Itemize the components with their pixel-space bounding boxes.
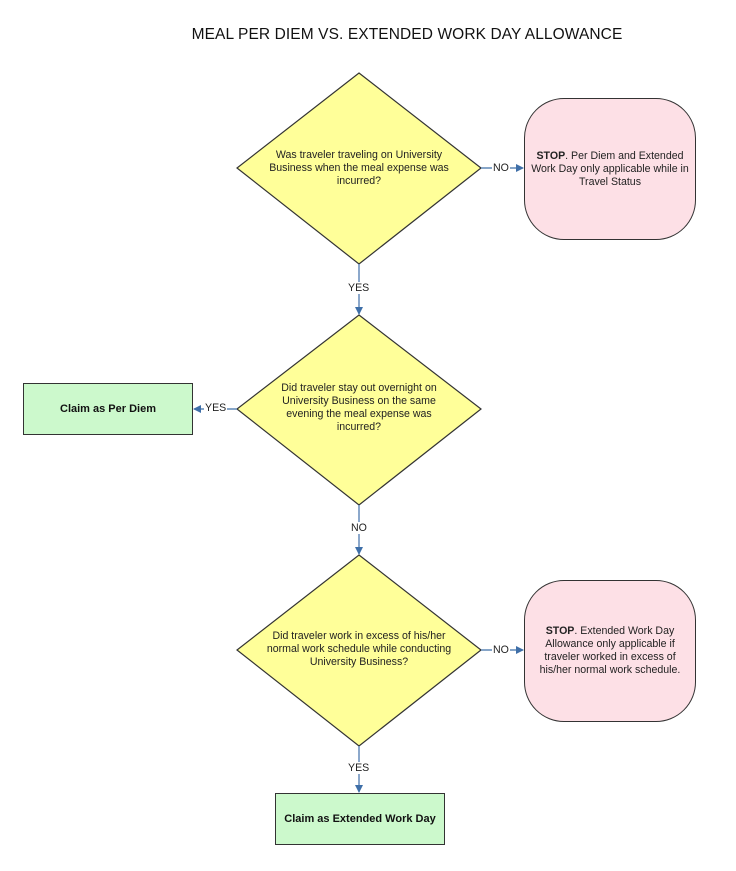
stop-1-text: . Per Diem and Extended Work Day only ap… [531,149,689,188]
decision-1-text: Was traveler traveling on University Bus… [269,149,449,187]
edge-label-d2-yes: YES [204,402,228,414]
decision-3-text: Did traveler work in excess of his/her n… [266,630,452,668]
claim-extended-work-day-box: Claim as Extended Work Day [275,793,445,845]
edge-label-d1-no: NO [492,162,510,174]
edge-label-d2-no: NO [350,522,368,534]
stop-terminator-1: STOP. Per Diem and Extended Work Day onl… [524,98,696,240]
stop-2-text: . Extended Work Day Allowance only appli… [539,625,681,676]
diagram-title: MEAL PER DIEM VS. EXTENDED WORK DAY ALLO… [191,26,623,43]
stop-2-bold: STOP [545,625,575,637]
edge-label-d3-no: NO [492,644,510,656]
claim-per-diem-box: Claim as Per Diem [23,383,193,435]
stop-terminator-2: STOP. Extended Work Day Allowance only a… [524,580,696,722]
edge-label-d3-yes: YES [347,762,371,774]
decision-2-text: Did traveler stay out overnight on Unive… [281,382,437,433]
stop-1-bold: STOP [536,149,566,162]
edge-label-d1-yes: YES [347,282,371,294]
